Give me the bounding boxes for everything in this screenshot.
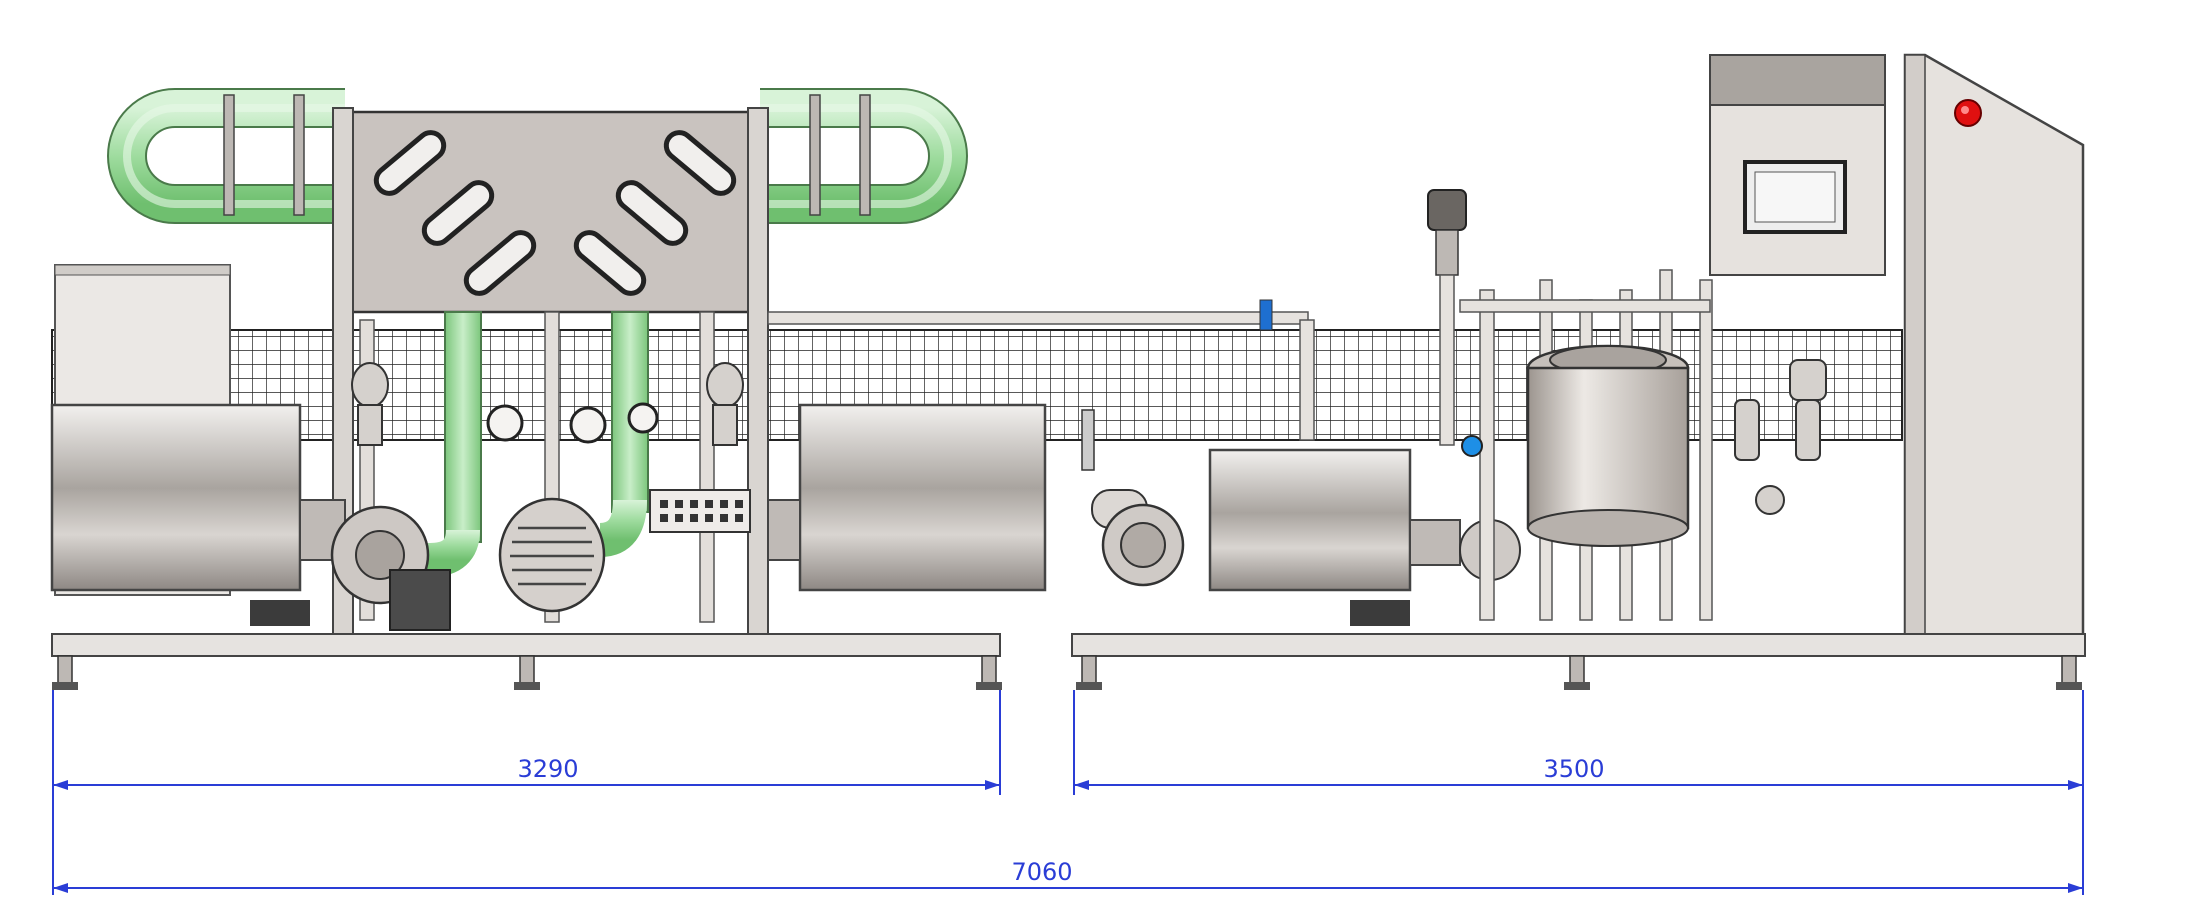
left-pump xyxy=(250,505,451,631)
pressure-gauges xyxy=(486,402,659,444)
middle-tank xyxy=(767,403,1047,592)
red-indicator-lamp xyxy=(1954,99,1982,127)
dimension-right-skid xyxy=(1074,780,2083,790)
right-base-frame xyxy=(1071,633,2086,657)
centrifugal-pump xyxy=(1081,409,1185,587)
green-loop-right xyxy=(760,88,968,224)
dimension-overall xyxy=(53,883,2083,893)
round-filter xyxy=(498,497,606,613)
right-skid xyxy=(767,53,2086,690)
dimension-label-right: 3500 xyxy=(1543,755,1604,783)
control-cabinet xyxy=(1709,54,1886,276)
green-loop-left xyxy=(107,88,345,224)
right-tank xyxy=(1208,448,1521,626)
dimension-label-left: 3290 xyxy=(517,755,578,783)
dimension-left-skid xyxy=(53,780,1000,790)
left-tank xyxy=(50,403,346,592)
dimension-lines xyxy=(52,690,2084,895)
left-base-frame xyxy=(51,633,1001,657)
plate-heat-exchanger xyxy=(343,110,762,314)
electrical-cabinet xyxy=(1903,53,2085,637)
left-skid xyxy=(50,88,1047,690)
balance-tank xyxy=(1526,344,1690,547)
actuator-valve xyxy=(1427,189,1467,446)
dimension-label-overall: 7060 xyxy=(1011,858,1072,886)
terminal-box xyxy=(649,489,751,533)
